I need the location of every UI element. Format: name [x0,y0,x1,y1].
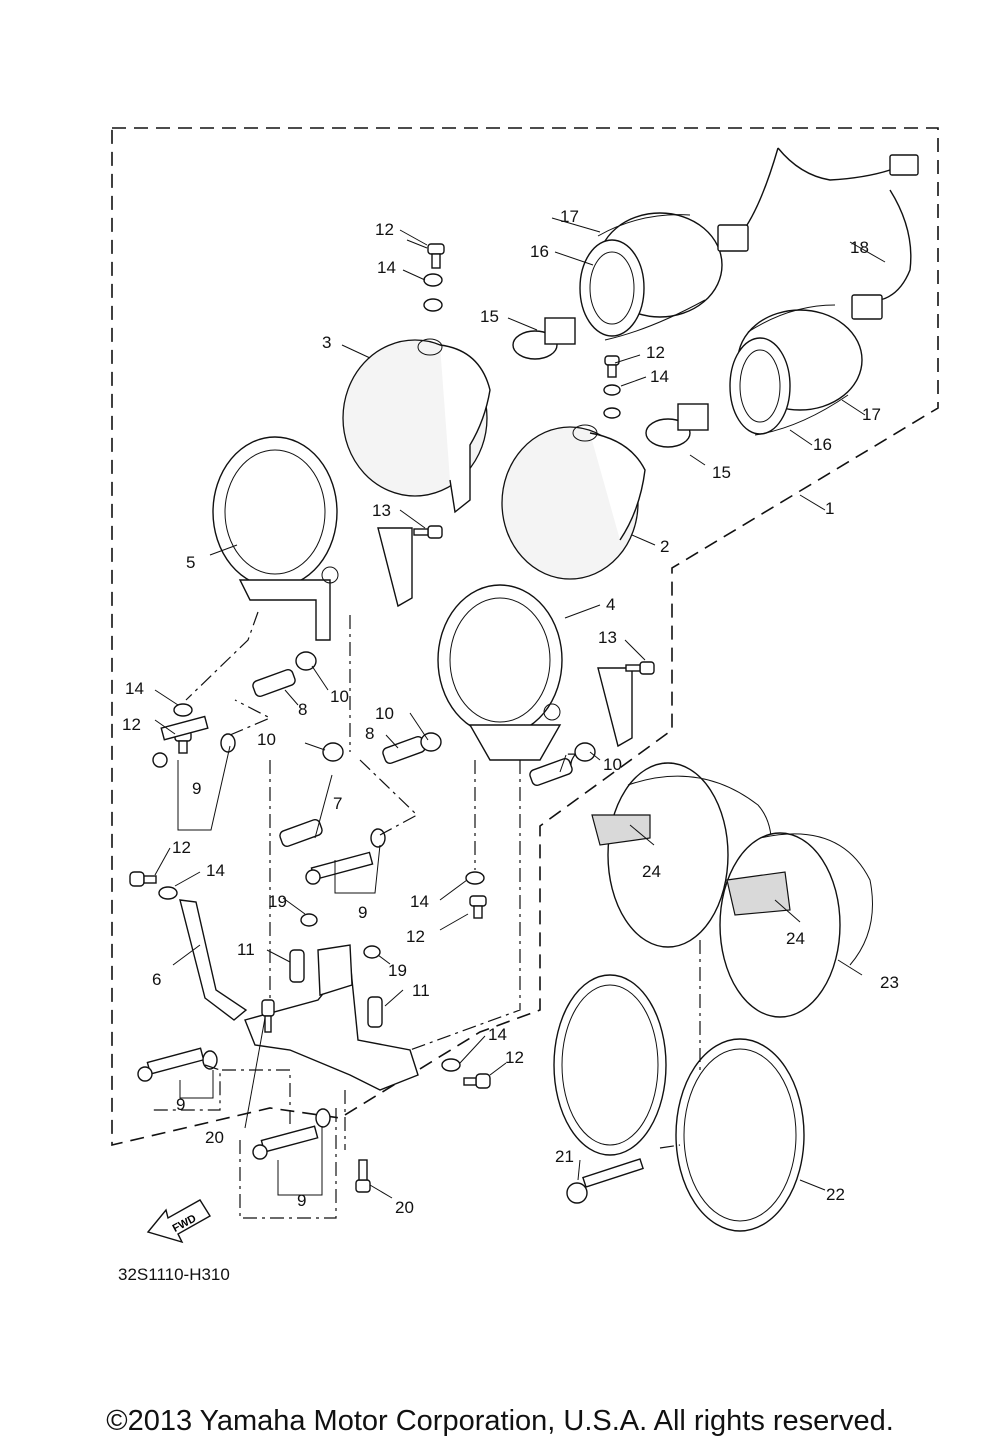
callout-9b: 9 [358,903,367,922]
callout-19b: 19 [388,961,407,980]
callout-6: 6 [152,970,161,989]
callout-21: 21 [555,1147,574,1166]
leader-lines [154,217,886,1199]
bracket-4 [437,584,563,761]
bulb-upper [512,317,576,360]
wire-harness [717,147,919,320]
callout-12d: 12 [172,838,191,857]
callout-20a: 20 [205,1128,224,1147]
callout-17b: 17 [862,405,881,424]
callout-10c: 10 [257,730,276,749]
callout-12b: 12 [646,343,665,362]
callout-9c: 9 [176,1095,185,1114]
rear-housing-lower [729,304,863,436]
callout-23: 23 [880,973,899,992]
case-left [591,762,772,948]
callout-9d: 9 [297,1191,306,1210]
rim-left [553,974,667,1156]
bolt-21 [566,1158,644,1204]
callout-14c: 14 [125,679,144,698]
copyright-notice: ©2013 Yamaha Motor Corporation, U.S.A. A… [106,1405,894,1437]
washers [158,273,621,1072]
rear-housing-upper [579,212,723,341]
callout-15a: 15 [480,307,499,326]
case-right [719,832,873,1018]
bracket-5 [212,436,339,641]
callout-12e: 12 [406,927,425,946]
callout-24a: 24 [642,862,661,881]
callout-14a: 14 [377,258,396,277]
callout-18: 18 [850,238,869,257]
headlight-unit-2 [501,424,646,580]
callout-14b: 14 [650,367,669,386]
grommets [295,651,596,762]
assembly-outline [111,127,939,1147]
callout-1: 1 [825,499,834,518]
callout-labels: 1 2 3 4 5 6 7 7 8 8 9 9 9 9 10 10 10 10 … [122,207,899,1217]
callout-11a: 11 [237,940,255,959]
callout-17a: 17 [560,207,579,226]
headlight-unit-3 [342,338,491,514]
alignment-lines [150,611,701,1219]
stay-6 [179,899,248,1021]
callout-16b: 16 [813,435,832,454]
callout-14e: 14 [410,892,429,911]
springs [252,669,573,1028]
callout-9a: 9 [192,779,201,798]
fwd-arrow-icon: FWD [146,1199,211,1244]
plate-13-left [377,527,413,608]
callout-14f: 14 [488,1025,507,1044]
callout-10b: 10 [375,704,394,723]
callout-20b: 20 [395,1198,414,1217]
callout-24b: 24 [786,929,805,948]
callout-7a: 7 [333,794,342,813]
rim-right [675,1038,805,1232]
callout-13b: 13 [598,628,617,647]
callout-14d: 14 [206,861,225,880]
callout-13a: 13 [372,501,391,520]
bolts-9 [137,715,386,1160]
callout-22: 22 [826,1185,845,1204]
main-stay [244,944,419,1091]
callout-8b: 8 [365,724,374,743]
callout-12f: 12 [505,1048,524,1067]
diagram-code: 32S1110-H310 [118,1265,230,1284]
callout-15b: 15 [712,463,731,482]
callout-8a: 8 [298,700,307,719]
callout-11b: 11 [412,981,430,1000]
callout-4: 4 [606,595,615,614]
callout-2: 2 [660,537,669,556]
callout-5: 5 [186,553,195,572]
callout-7b: 7 [567,750,576,769]
callout-10d: 10 [603,755,622,774]
bolts-20 [261,999,371,1193]
callout-3: 3 [322,333,331,352]
callout-12c: 12 [122,715,141,734]
callout-10a: 10 [330,687,349,706]
callout-16a: 16 [530,242,549,261]
callout-12a: 12 [375,220,394,239]
bulb-lower [645,403,709,448]
callout-19a: 19 [268,892,287,911]
plate-13-right [597,667,633,748]
